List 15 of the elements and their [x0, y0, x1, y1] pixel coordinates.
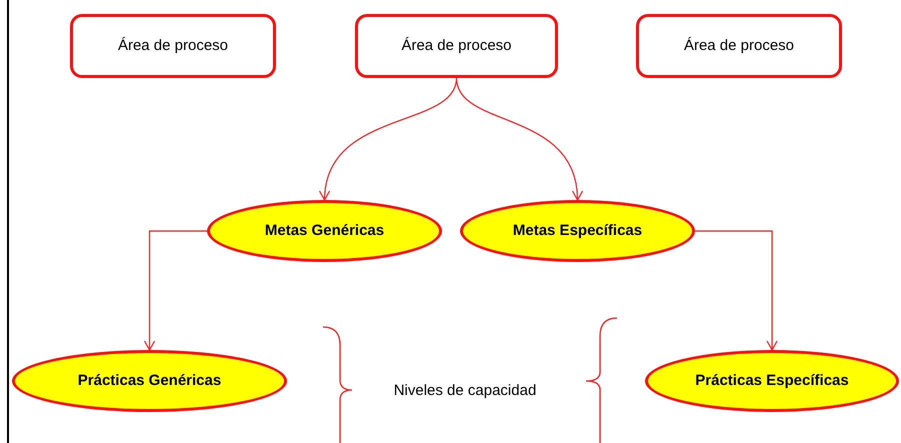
arrow [320, 78, 458, 201]
node-label: Área de proceso [684, 36, 794, 56]
process-box [636, 14, 842, 78]
arrow [695, 230, 778, 351]
node-label: Prácticas Específicas [695, 370, 849, 391]
arrow [144, 230, 207, 351]
node-label: Prácticas Genéricas [78, 370, 222, 391]
bracket-label: Niveles de capacidad [392, 381, 538, 401]
node-label: Metas Genéricas [264, 220, 384, 241]
node-label: Metas Específicas [512, 220, 642, 241]
node-label: Área de proceso [401, 36, 512, 56]
node-label: Área de proceso [118, 36, 228, 56]
arrow [456, 78, 582, 201]
process-box [355, 14, 558, 78]
process-box [70, 14, 276, 78]
